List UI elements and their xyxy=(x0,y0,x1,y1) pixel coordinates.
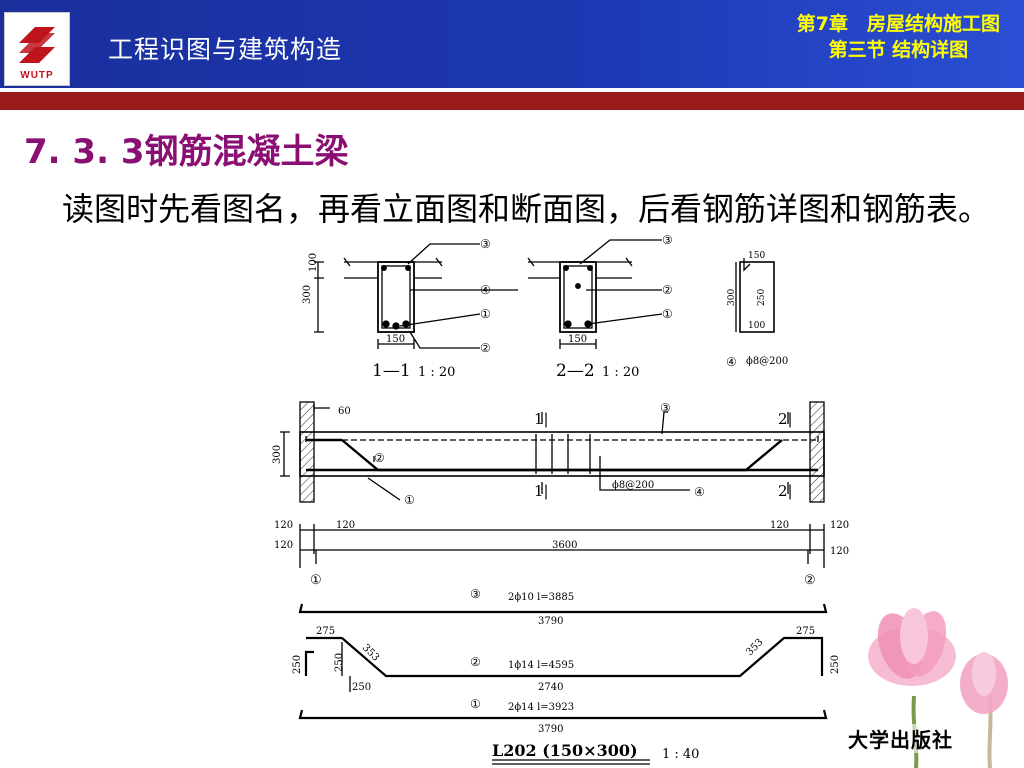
section-label: 1—1 xyxy=(372,361,411,381)
bar-spec: 2ϕ10 l=3885 xyxy=(508,592,574,603)
stirrup-detail xyxy=(735,258,775,333)
dim-label: 100 xyxy=(308,253,319,272)
stirrup-callout: ϕ8@200 xyxy=(612,480,654,491)
dim-label: 120 xyxy=(274,540,293,551)
dim-label: 250 xyxy=(352,682,371,693)
section-scale: 1 : 20 xyxy=(602,365,639,380)
dim-label: 60 xyxy=(338,406,351,417)
course-title: 工程识图与建筑构造 xyxy=(108,35,343,64)
dim-label: 150 xyxy=(386,334,405,345)
dim-label: 120 xyxy=(830,520,849,531)
dim-label: 353 xyxy=(744,637,765,658)
dim-label: 250 xyxy=(334,653,345,672)
dim-label: 150 xyxy=(748,251,765,261)
dim-label: 250 xyxy=(757,289,767,306)
beam-elevation xyxy=(280,401,825,568)
section-heading: 7. 3. 3钢筋混凝土梁 xyxy=(24,132,349,172)
cut-label: 2| xyxy=(778,482,793,500)
drawing-scale: 1 : 40 xyxy=(662,747,699,762)
axis-marker: ② xyxy=(804,573,816,588)
rebar-marker: ④ xyxy=(694,485,705,499)
rebar-marker: ② xyxy=(480,341,491,355)
rebar-marker: ③ xyxy=(470,587,481,601)
rebar-marker: ④ xyxy=(726,355,737,369)
chapter-title: 第7章 房屋结构施工图 第三节 结构详图 xyxy=(797,11,1000,63)
chapter-title-line1: 第7章 房屋结构施工图 xyxy=(796,13,1000,35)
bar-spec: 1ϕ14 l=4595 xyxy=(508,660,574,671)
rebar-marker: ① xyxy=(404,493,415,507)
publisher-name: 大学出版社 xyxy=(848,724,953,753)
drawing-title: L202 (150×300) xyxy=(492,741,638,760)
divider-band xyxy=(0,92,1024,110)
rebar-marker: ③ xyxy=(660,401,671,415)
intro-paragraph: 读图时先看图名，再看立面图和断面图，后看钢筋详图和钢筋表。 xyxy=(62,190,991,228)
dim-label: 250 xyxy=(292,655,303,674)
beam-detail-drawing: 100 300 150 ③ ④ ① ② 1—1 1 : 20 150 ③ ② ①… xyxy=(272,233,849,765)
rebar-marker: ② xyxy=(662,283,673,297)
dim-label: 275 xyxy=(796,626,815,637)
dim-label: 300 xyxy=(272,445,283,464)
cut-label: 1| xyxy=(534,482,549,500)
lotus-decoration-icon xyxy=(868,608,1008,768)
rebar-marker: ① xyxy=(480,307,491,321)
rebar-marker: ① xyxy=(662,307,673,321)
header-bar: WUTP 工程识图与建筑构造 第7章 房屋结构施工图 第三节 结构详图 xyxy=(0,0,1024,88)
stirrup-spec: ϕ8@200 xyxy=(746,356,788,367)
section-scale: 1 : 20 xyxy=(418,365,455,380)
bar-length: 2740 xyxy=(538,682,563,693)
section-2-2 xyxy=(480,239,663,349)
bar-schedule xyxy=(298,603,828,720)
dim-label: 3600 xyxy=(552,540,577,551)
cut-label: 1| xyxy=(534,410,549,428)
axis-marker: ① xyxy=(310,573,322,588)
logo-text: WUTP xyxy=(20,70,54,81)
dim-label: 120 xyxy=(274,520,293,531)
dim-label: 120 xyxy=(830,546,849,557)
dim-label: 300 xyxy=(302,285,313,304)
dim-label: 150 xyxy=(568,334,587,345)
bar-spec: 2ϕ14 l=3923 xyxy=(508,702,574,713)
bar-length: 3790 xyxy=(538,616,563,627)
dim-label: 100 xyxy=(748,321,765,331)
rebar-marker: ① xyxy=(470,697,481,711)
dim-label: 300 xyxy=(727,289,737,306)
chapter-title-line2: 第三节 结构详图 xyxy=(828,39,969,61)
dim-label: 353 xyxy=(360,642,381,663)
rebar-marker: ② xyxy=(470,655,481,669)
rebar-marker: ② xyxy=(374,451,385,465)
logo-mark-icon xyxy=(19,27,55,63)
rebar-marker: ③ xyxy=(662,233,673,247)
rebar-marker: ④ xyxy=(480,283,491,297)
section-1-1 xyxy=(314,243,481,349)
cut-label: 2| xyxy=(778,410,793,428)
dim-label: 250 xyxy=(830,655,841,674)
dim-label: 275 xyxy=(316,626,335,637)
bar-length: 3790 xyxy=(538,724,563,735)
dim-label: 120 xyxy=(770,520,789,531)
rebar-marker: ③ xyxy=(480,237,491,251)
dim-label: 120 xyxy=(336,520,355,531)
publisher-logo: WUTP xyxy=(4,12,70,86)
section-label: 2—2 xyxy=(556,361,595,381)
